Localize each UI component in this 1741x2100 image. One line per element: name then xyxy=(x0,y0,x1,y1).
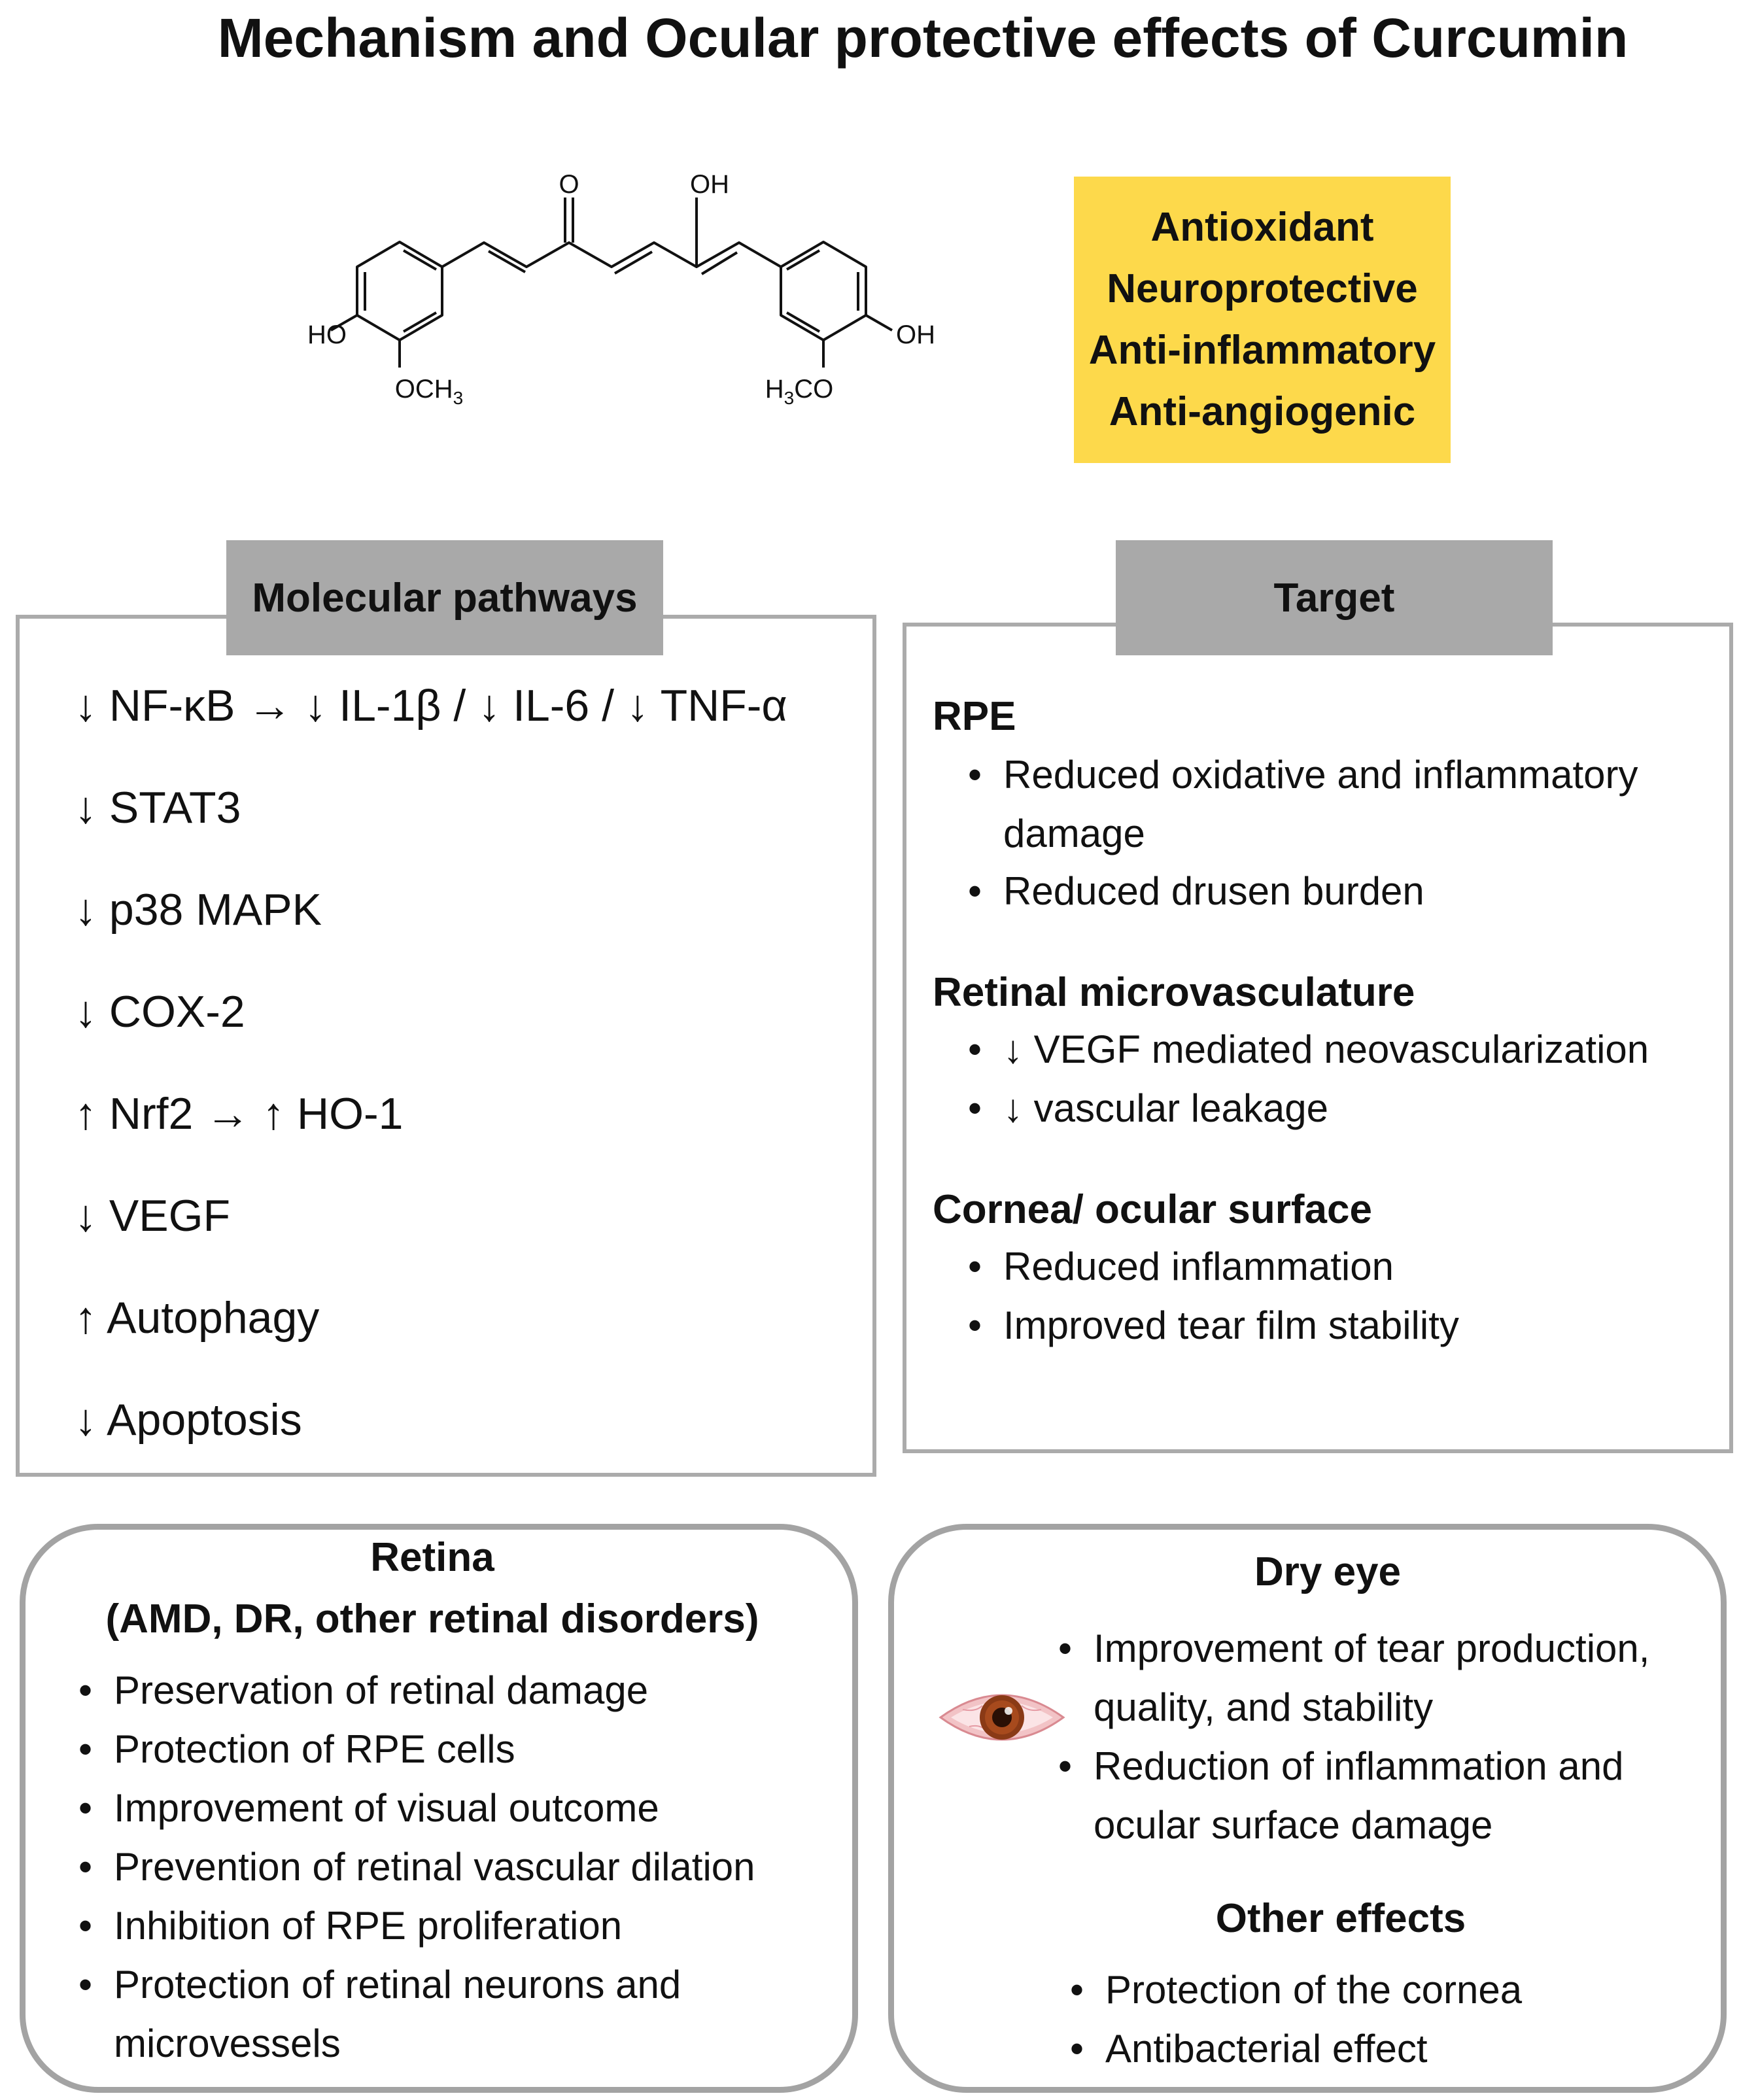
dry-eye-bullet: •Improvement of tear production, quality… xyxy=(1058,1627,1650,1729)
target-header: Target xyxy=(1116,540,1553,655)
other-effects-title: Other effects xyxy=(1215,1896,1466,1941)
pathway-item: ↓ COX-2 xyxy=(75,987,245,1037)
retina-title: Retina xyxy=(370,1535,494,1580)
pathway-item: ↓ STAT3 xyxy=(75,783,241,833)
retina-subtitle: (AMD, DR, other retinal disorders) xyxy=(105,1596,759,1642)
target-bullet: •Improved tear film stability xyxy=(968,1303,1459,1347)
target-section-title: Cornea/ ocular surface xyxy=(933,1187,1372,1232)
other-effects-bullet: •Antibacterial effect xyxy=(1070,2027,1428,2071)
page-title: Mechanism and Ocular protective effects … xyxy=(217,7,1629,69)
left-ho-label: HO xyxy=(307,320,347,349)
property-label: Anti-inflammatory xyxy=(1088,328,1436,373)
retina-bullet: •Improvement of visual outcome xyxy=(78,1786,659,1830)
curcumin-structure: O OH HO OCH3 OH H3CO xyxy=(307,170,935,408)
carbonyl-o-label: O xyxy=(559,170,579,199)
target-section-title: RPE xyxy=(933,694,1016,739)
dry-eye-title: Dry eye xyxy=(1254,1549,1402,1594)
eye-icon xyxy=(939,1694,1065,1741)
property-label: Antioxidant xyxy=(1150,205,1374,250)
retina-bullet: •Preservation of retinal damage xyxy=(78,1668,649,1712)
target-section-title: Retinal microvasculature xyxy=(933,970,1415,1015)
dry-eye-bullet: •Reduction of inflammation and ocular su… xyxy=(1058,1744,1624,1847)
pathway-item: ↓ Apoptosis xyxy=(75,1395,302,1445)
target-bullet: •↓ VEGF mediated neovascularization xyxy=(968,1027,1649,1071)
pathway-item: ↓ p38 MAPK xyxy=(75,885,322,935)
pathway-item: ↓ NF-κB → ↓ IL-1β / ↓ IL-6 / ↓ TNF-α xyxy=(75,681,787,731)
properties-box: Antioxidant Neuroprotective Anti-inflamm… xyxy=(1074,177,1451,463)
retina-box xyxy=(20,1524,858,2093)
retina-bullet: •Prevention of retinal vascular dilation xyxy=(78,1845,755,1889)
target-bullet: •↓ vascular leakage xyxy=(968,1086,1328,1130)
pathway-item: ↑ Nrf2 → ↑ HO-1 xyxy=(75,1089,404,1139)
property-label: Anti-angiogenic xyxy=(1109,389,1416,434)
target-bullet: •Reduced inflammation xyxy=(968,1245,1394,1288)
right-oh-label: OH xyxy=(896,320,935,349)
retina-bullet: •Inhibition of RPE proliferation xyxy=(78,1904,623,1948)
pathway-item: ↓ VEGF xyxy=(75,1191,231,1241)
left-och3-label: OCH3 xyxy=(395,375,463,408)
right-h3co-label: H3CO xyxy=(765,375,833,408)
molecular-pathways-box xyxy=(16,615,876,1477)
property-label: Neuroprotective xyxy=(1107,266,1418,311)
target-bullet: •Reduced drusen burden xyxy=(968,869,1424,913)
other-effects-bullet: •Protection of the cornea xyxy=(1070,1968,1523,2012)
pathway-item: ↑ Autophagy xyxy=(75,1293,320,1343)
retina-bullet: •Protection of RPE cells xyxy=(78,1727,515,1771)
molecular-pathways-header: Molecular pathways xyxy=(226,540,663,655)
enol-oh-label: OH xyxy=(690,170,729,199)
retina-bullet: •Protection of retinal neurons and micro… xyxy=(78,1963,681,2065)
dry-eye-box xyxy=(888,1524,1727,2093)
target-bullet: •Reduced oxidative and inflammatory dama… xyxy=(968,753,1638,855)
